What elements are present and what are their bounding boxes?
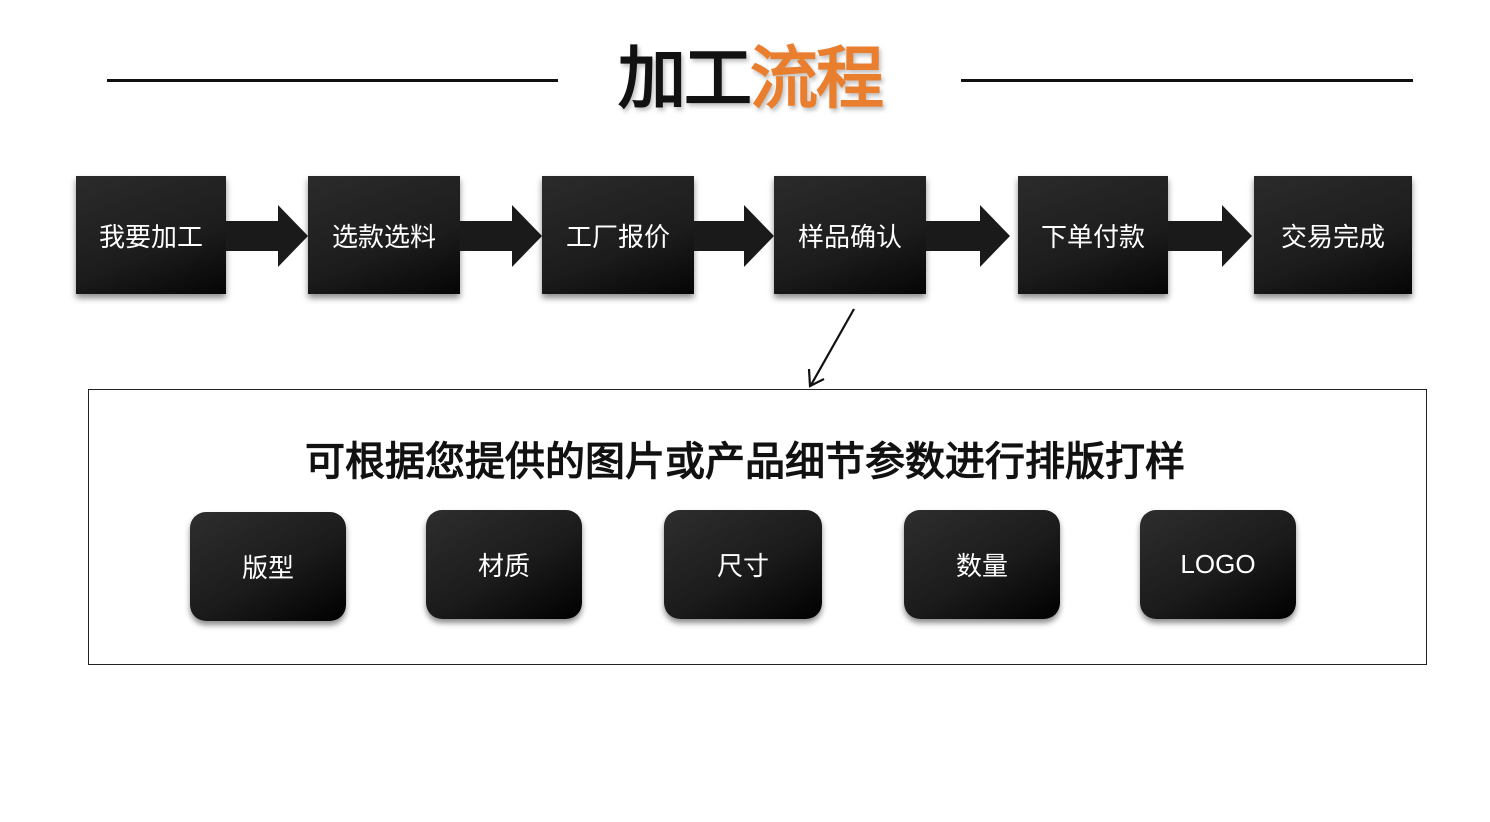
item-quantity: 数量 [904,510,1060,619]
arrow-right-icon [694,205,774,267]
item-size: 尺寸 [664,510,822,619]
detail-heading: 可根据您提供的图片或产品细节参数进行排版打样 [305,439,1185,485]
step-4: 样品确认 [774,176,926,294]
arrow-right-icon [926,205,1010,267]
item-material: 材质 [426,510,582,619]
detail-panel [88,389,1427,665]
title-black: 加工 [617,40,752,119]
arrow-right-icon [226,205,308,267]
title-rule-left [107,79,558,82]
arrow-right-icon [460,205,542,267]
title-rule-right [961,79,1413,82]
item-pattern: 版型 [190,512,346,621]
step-5: 下单付款 [1018,176,1168,294]
title-orange: 流程 [750,40,884,119]
step-6: 交易完成 [1254,176,1412,294]
page-title: 加工流程 [560,38,940,122]
step-3: 工厂报价 [542,176,694,294]
step-1: 我要加工 [76,176,226,294]
arrow-right-icon [1168,205,1252,267]
step-2: 选款选料 [308,176,460,294]
pointer-arrow-icon [807,308,855,388]
item-logo: LOGO [1140,510,1296,619]
